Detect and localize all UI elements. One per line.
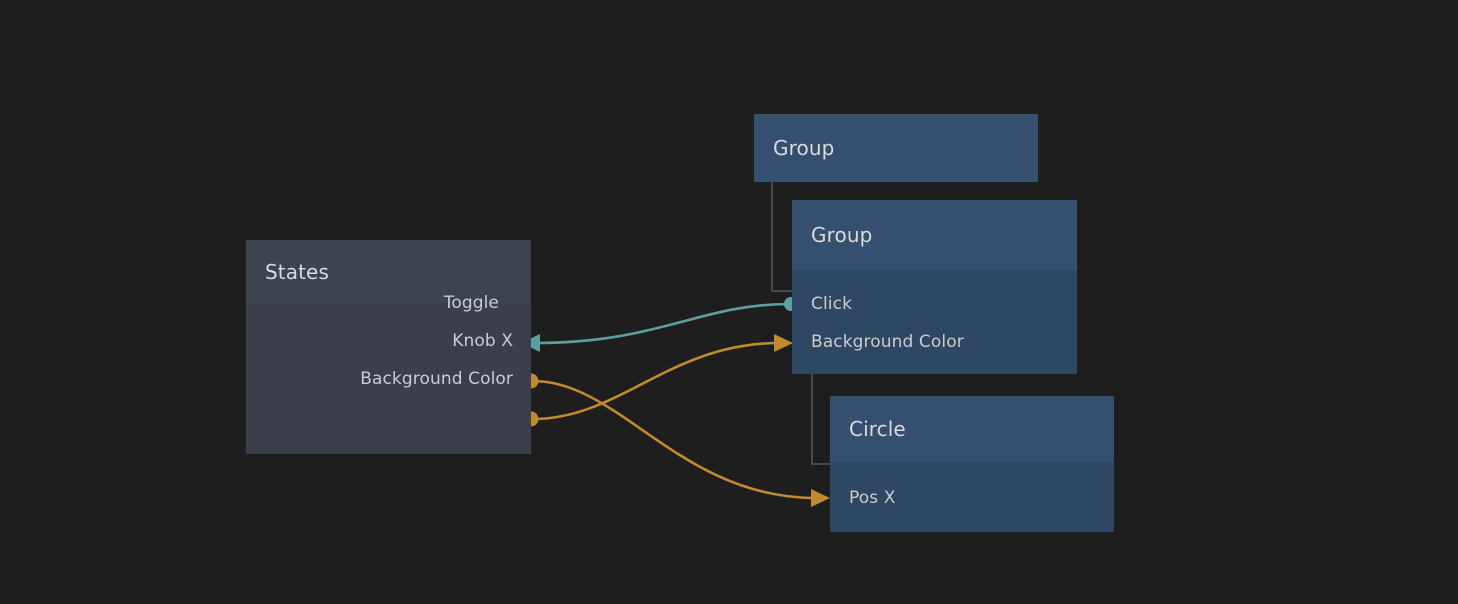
node-circle[interactable]: Circle Pos X bbox=[830, 396, 1114, 532]
port-group-inner-click[interactable]: Click bbox=[792, 293, 852, 315]
node-group-outer-header[interactable]: Group bbox=[754, 114, 1038, 182]
wire-knobx-to-posx bbox=[523, 373, 830, 507]
port-circle-pos-x-label: Pos X bbox=[849, 488, 896, 508]
node-group-outer[interactable]: Group bbox=[754, 114, 1038, 182]
port-states-toggle[interactable]: Toggle bbox=[444, 292, 531, 314]
port-states-background-color[interactable]: Background Color bbox=[360, 368, 531, 390]
port-states-toggle-label: Toggle bbox=[443, 293, 499, 313]
node-circle-title: Circle bbox=[849, 417, 906, 441]
port-states-knob-x-label: Knob X bbox=[452, 331, 513, 351]
node-group-inner[interactable]: Group Click Background Color bbox=[792, 200, 1077, 374]
node-circle-header[interactable]: Circle bbox=[830, 396, 1114, 462]
node-states-title: States bbox=[265, 259, 329, 284]
port-states-knob-x[interactable]: Knob X bbox=[452, 330, 531, 352]
node-group-inner-body: Click Background Color bbox=[792, 270, 1077, 374]
port-group-inner-background-color-label: Background Color bbox=[811, 332, 964, 352]
node-states-header[interactable]: States bbox=[246, 240, 531, 303]
node-states-body: Toggle Knob X Background Color bbox=[246, 293, 531, 454]
node-group-inner-header[interactable]: Group bbox=[792, 200, 1077, 270]
wire-bgcolor-to-bgcolor bbox=[523, 334, 793, 427]
port-states-background-color-label: Background Color bbox=[360, 369, 513, 389]
port-group-inner-click-label: Click bbox=[811, 294, 853, 314]
port-group-inner-background-color[interactable]: Background Color bbox=[792, 331, 964, 353]
node-states[interactable]: States Toggle Knob X Background Color bbox=[246, 240, 531, 454]
port-circle-pos-x[interactable]: Pos X bbox=[830, 487, 895, 509]
wire-click-to-toggle bbox=[521, 297, 798, 352]
node-group-outer-title: Group bbox=[773, 136, 835, 160]
node-circle-body: Pos X bbox=[830, 462, 1114, 532]
node-group-inner-title: Group bbox=[811, 223, 873, 247]
